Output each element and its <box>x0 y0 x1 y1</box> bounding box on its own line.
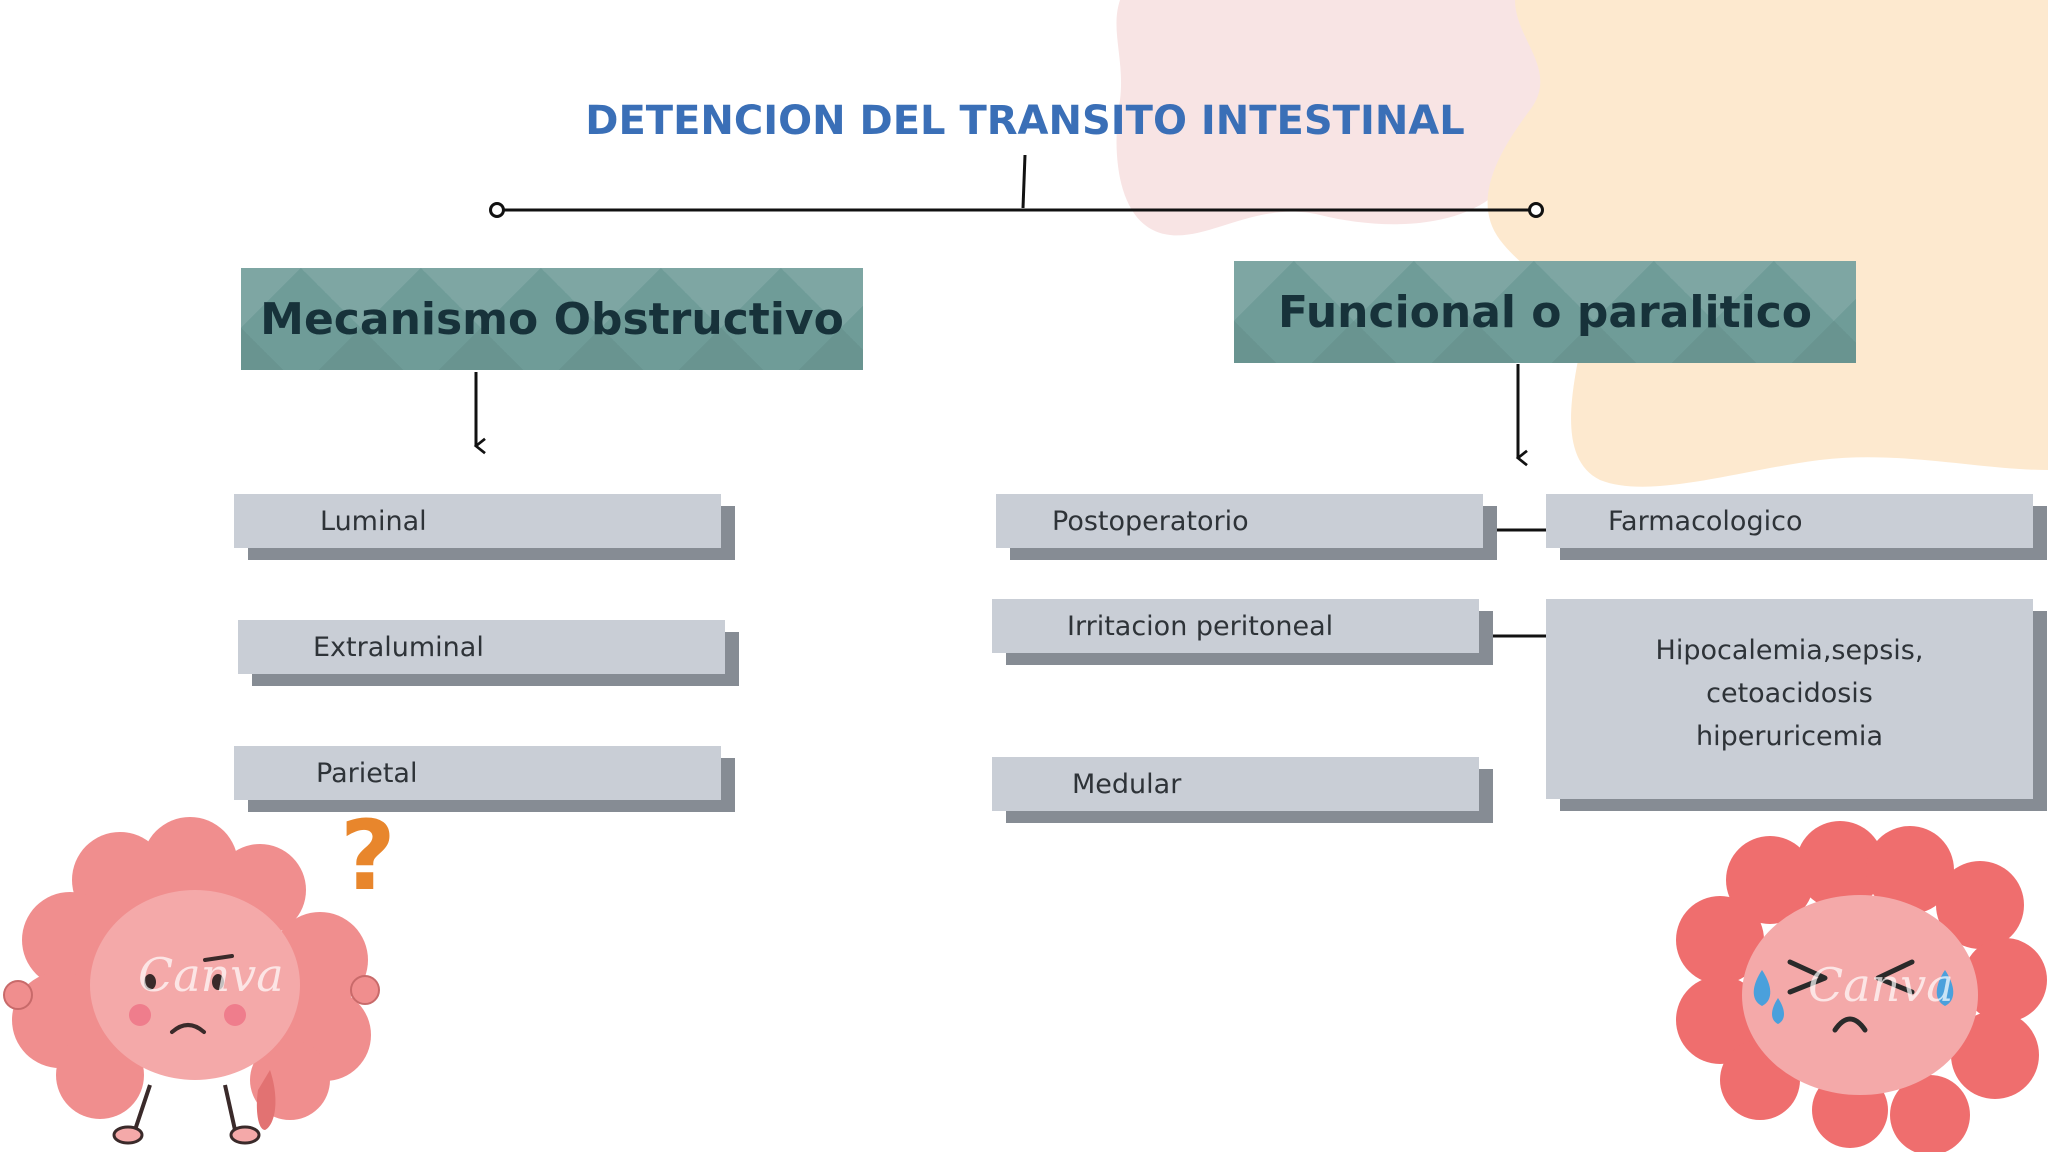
intestine-mascot-crying <box>1676 821 2047 1152</box>
metabolic-line-2: cetoacidosis <box>1706 678 1873 709</box>
detail-farmacologico: Farmacologico <box>1546 494 2033 548</box>
header-mecanismo-obstructivo: Mecanismo Obstructivo <box>241 268 863 370</box>
detail-metabolic: Hipocalemia,sepsis, cetoacidosis hiperur… <box>1546 599 2033 799</box>
watermark-right: Canva <box>1808 958 1954 1012</box>
watermark-left: Canva <box>138 948 284 1002</box>
item-extraluminal: Extraluminal <box>238 620 725 674</box>
mascot-body <box>1676 821 2047 1152</box>
item-medular: Medular <box>992 757 1479 811</box>
item-parietal: Parietal <box>234 746 721 800</box>
intestine-mascot-confused <box>3 817 380 1145</box>
metabolic-line-1: Hipocalemia,sepsis, <box>1655 635 1924 666</box>
pink-blob <box>1116 0 1545 236</box>
diagram-title: DETENCION DEL TRANSITO INTESTINAL <box>585 98 1465 144</box>
item-irritacion-peritoneal: Irritacion peritoneal <box>992 599 1479 653</box>
item-luminal: Luminal <box>234 494 721 548</box>
header-funcional-paralitico: Funcional o paralitico <box>1234 261 1856 363</box>
mascot-face <box>129 954 246 1034</box>
peach-blob <box>1487 0 2048 487</box>
mascot-face <box>1753 959 1954 1033</box>
metabolic-line-3: hiperuricemia <box>1696 721 1883 752</box>
mascot-limbs <box>3 975 380 1145</box>
question-mark-icon: ? <box>340 800 396 912</box>
item-postoperatorio: Postoperatorio <box>996 494 1483 548</box>
mascot-body <box>12 817 371 1130</box>
